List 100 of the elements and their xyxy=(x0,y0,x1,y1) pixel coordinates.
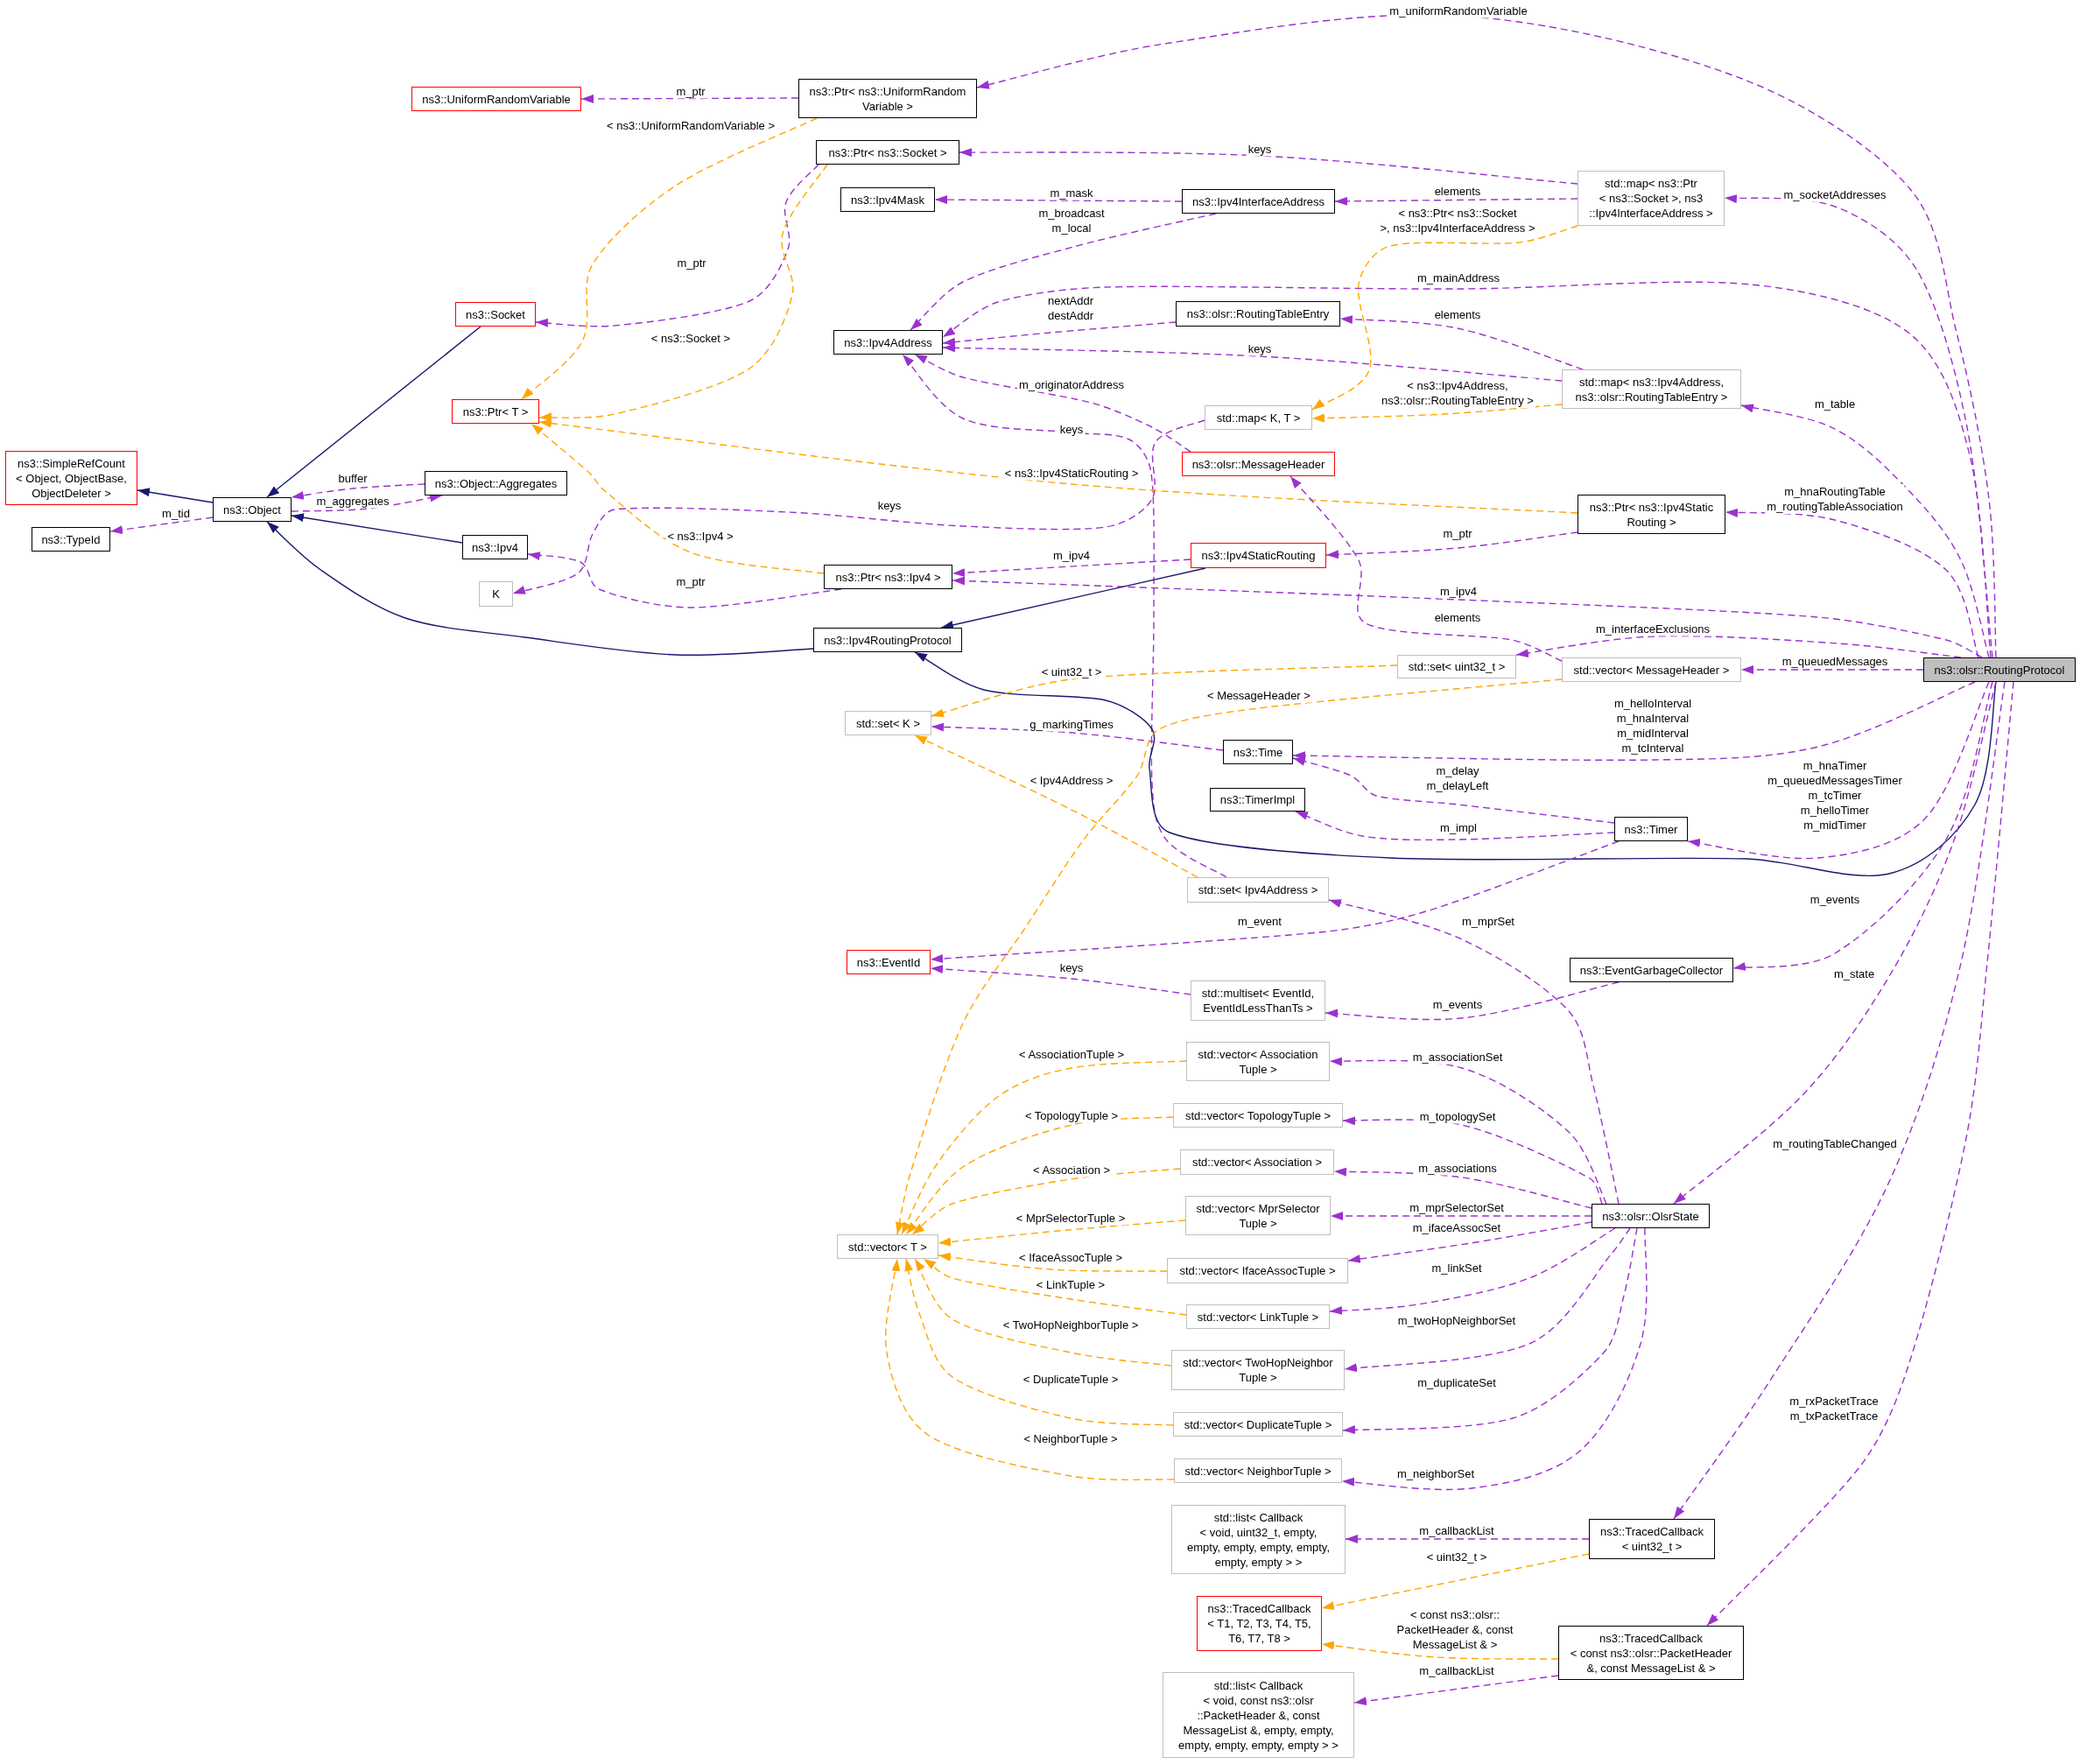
class-box: std::list< Callback < void, const ns3::olsr ::PacketHeader &, const MessageList &, empty, empty, empty, empty, empty, empty > > xyxy=(1163,1672,1354,1758)
solid-arrow xyxy=(291,513,463,544)
class-box: ns3::Ipv4 xyxy=(462,535,528,559)
dashed-arrow xyxy=(1740,404,1990,658)
dashed-arrow xyxy=(512,419,1205,595)
edge-label: < ns3::Ipv4Address, ns3::olsr::RoutingTableEntry > xyxy=(1380,378,1535,408)
class-box: std::vector< TwoHopNeighbor Tuple > xyxy=(1171,1350,1345,1390)
class-box: ns3::Socket xyxy=(455,302,536,327)
class-box: std::vector< NeighborTuple > xyxy=(1174,1458,1342,1483)
class-box: ns3::EventId xyxy=(847,950,931,974)
class-box: std::multiset< EventId, EventIdLessThanTs > xyxy=(1191,980,1325,1021)
dashed-arrow xyxy=(1325,981,1620,1021)
dashed-arrow xyxy=(938,1252,1168,1272)
class-box: ns3::Ptr< ns3::UniformRandom Variable > xyxy=(798,79,977,118)
dashed-arrow xyxy=(976,14,1997,658)
class-box: std::set< K > xyxy=(845,711,931,735)
class-box: std::vector< DuplicateTuple > xyxy=(1173,1412,1343,1437)
class-box: K xyxy=(479,581,513,607)
class-box: ns3::Ptr< ns3::Ipv4 > xyxy=(824,565,952,589)
class-box: ns3::Ipv4Address xyxy=(833,330,943,355)
dashed-arrow xyxy=(1329,1057,1607,1205)
class-box: ns3::Time xyxy=(1223,740,1293,764)
dashed-arrow xyxy=(931,722,1224,751)
class-box: ns3::TypeId xyxy=(32,527,110,552)
dashed-arrow xyxy=(1725,508,1979,658)
highlighted-class-box: ns3::olsr::RoutingProtocol xyxy=(1923,657,2076,682)
class-box: std::map< ns3::Ptr < ns3::Socket >, ns3 ::Ipv4InterfaceAddress > xyxy=(1578,171,1725,226)
edge-label: m_aggregates xyxy=(314,493,391,509)
dashed-arrow xyxy=(535,164,819,327)
dashed-arrow xyxy=(1347,1221,1592,1263)
dashed-arrow xyxy=(931,664,1398,717)
class-box: ns3::SimpleRefCount < Object, ObjectBase, ObjectDeleter > xyxy=(5,451,137,505)
solid-arrow xyxy=(266,326,481,498)
dashed-arrow xyxy=(942,321,1177,347)
dashed-arrow xyxy=(1341,1227,1648,1491)
dashed-arrow xyxy=(1345,1535,1590,1543)
dashed-arrow xyxy=(1330,1212,1592,1220)
dashed-arrow xyxy=(1353,1675,1559,1706)
dashed-arrow xyxy=(934,195,1183,205)
dashed-arrow xyxy=(1321,1641,1559,1660)
edge-label: m_hnaRoutingTable m_routingTableAssociation xyxy=(1765,484,1905,514)
class-box: ns3::Ptr< T > xyxy=(452,399,539,424)
class-box: ns3::Ipv4StaticRouting xyxy=(1191,543,1326,568)
class-box: std::vector< MessageHeader > xyxy=(1562,657,1741,682)
class-box: ns3::Ptr< ns3::Socket > xyxy=(816,140,959,165)
dashed-arrow xyxy=(952,576,1983,658)
class-box: ns3::EventGarbageCollector xyxy=(1570,958,1733,982)
dashed-arrow xyxy=(1328,898,1620,1205)
class-box: ns3::TracedCallback < uint32_t > xyxy=(1589,1519,1715,1559)
class-box: std::set< Ipv4Address > xyxy=(1187,877,1329,903)
class-box: std::map< K, T > xyxy=(1205,405,1312,430)
dashed-arrow xyxy=(1311,404,1563,423)
dashed-arrow xyxy=(905,1116,1174,1235)
class-box: std::vector< Association > xyxy=(1180,1149,1334,1175)
dashed-arrow xyxy=(1342,1227,1638,1435)
dashed-arrow xyxy=(1333,1167,1592,1209)
dashed-arrow xyxy=(902,354,1227,878)
dashed-arrow xyxy=(930,840,1620,964)
dashed-arrow xyxy=(1732,681,1993,972)
dashed-arrow xyxy=(1334,196,1578,206)
class-box: std::vector< IfaceAssocTuple > xyxy=(1167,1258,1348,1283)
class-box: std::vector< MprSelector Tuple > xyxy=(1185,1196,1331,1235)
dashed-arrow xyxy=(527,551,842,608)
dashed-arrow xyxy=(1311,225,1578,411)
class-box: ns3::UniformRandomVariable xyxy=(411,87,581,111)
dashed-arrow xyxy=(1673,681,2006,1520)
dashed-arrow xyxy=(914,1258,1172,1367)
dashed-arrow xyxy=(942,343,1563,382)
dashed-arrow xyxy=(1740,665,1924,674)
dashed-arrow xyxy=(521,117,818,400)
dashed-arrow xyxy=(531,423,825,574)
class-box: ns3::TracedCallback < const ns3::olsr::PacketHeader &, const MessageList & > xyxy=(1558,1626,1744,1680)
dashed-arrow xyxy=(538,418,1578,514)
dashed-arrow xyxy=(914,354,1191,453)
dashed-arrow xyxy=(1706,681,2014,1627)
dashed-arrow xyxy=(1515,635,1962,658)
dashed-arrow xyxy=(109,517,214,535)
dashed-arrow xyxy=(1342,1116,1603,1205)
dashed-arrow xyxy=(538,164,828,422)
solid-arrow xyxy=(266,521,814,657)
dashed-arrow xyxy=(1687,681,1990,860)
dashed-arrow xyxy=(291,483,425,500)
class-box: ns3::Ptr< ns3::Ipv4Static Routing > xyxy=(1578,495,1725,534)
class-box: ns3::olsr::MessageHeader xyxy=(1182,452,1335,476)
class-box: ns3::Timer xyxy=(1614,817,1688,841)
class-box: std::map< ns3::Ipv4Address, ns3::olsr::RoutingTableEntry > xyxy=(1562,369,1741,409)
class-box: ns3::Object::Aggregates xyxy=(425,471,567,495)
dashed-arrow xyxy=(1329,1227,1616,1316)
class-box: ns3::TimerImpl xyxy=(1210,788,1305,812)
dashed-arrow xyxy=(1673,681,1997,1205)
class-box: std::vector< TopologyTuple > xyxy=(1173,1103,1343,1128)
class-box: std::list< Callback < void, uint32_t, empty, empty, empty, empty, empty, empty, empty > > xyxy=(1171,1505,1346,1574)
dashed-arrow xyxy=(1344,1227,1631,1373)
dashed-arrow xyxy=(930,965,1191,995)
dashed-arrow xyxy=(938,1219,1186,1247)
dashed-arrow xyxy=(959,148,1578,185)
class-box: ns3::TracedCallback < T1, T2, T3, T4, T5, T6, T7, T8 > xyxy=(1197,1596,1322,1651)
dashed-arrow xyxy=(923,1258,1187,1316)
dashed-arrow xyxy=(1339,314,1584,370)
class-box: ns3::Ipv4Mask xyxy=(840,187,935,212)
